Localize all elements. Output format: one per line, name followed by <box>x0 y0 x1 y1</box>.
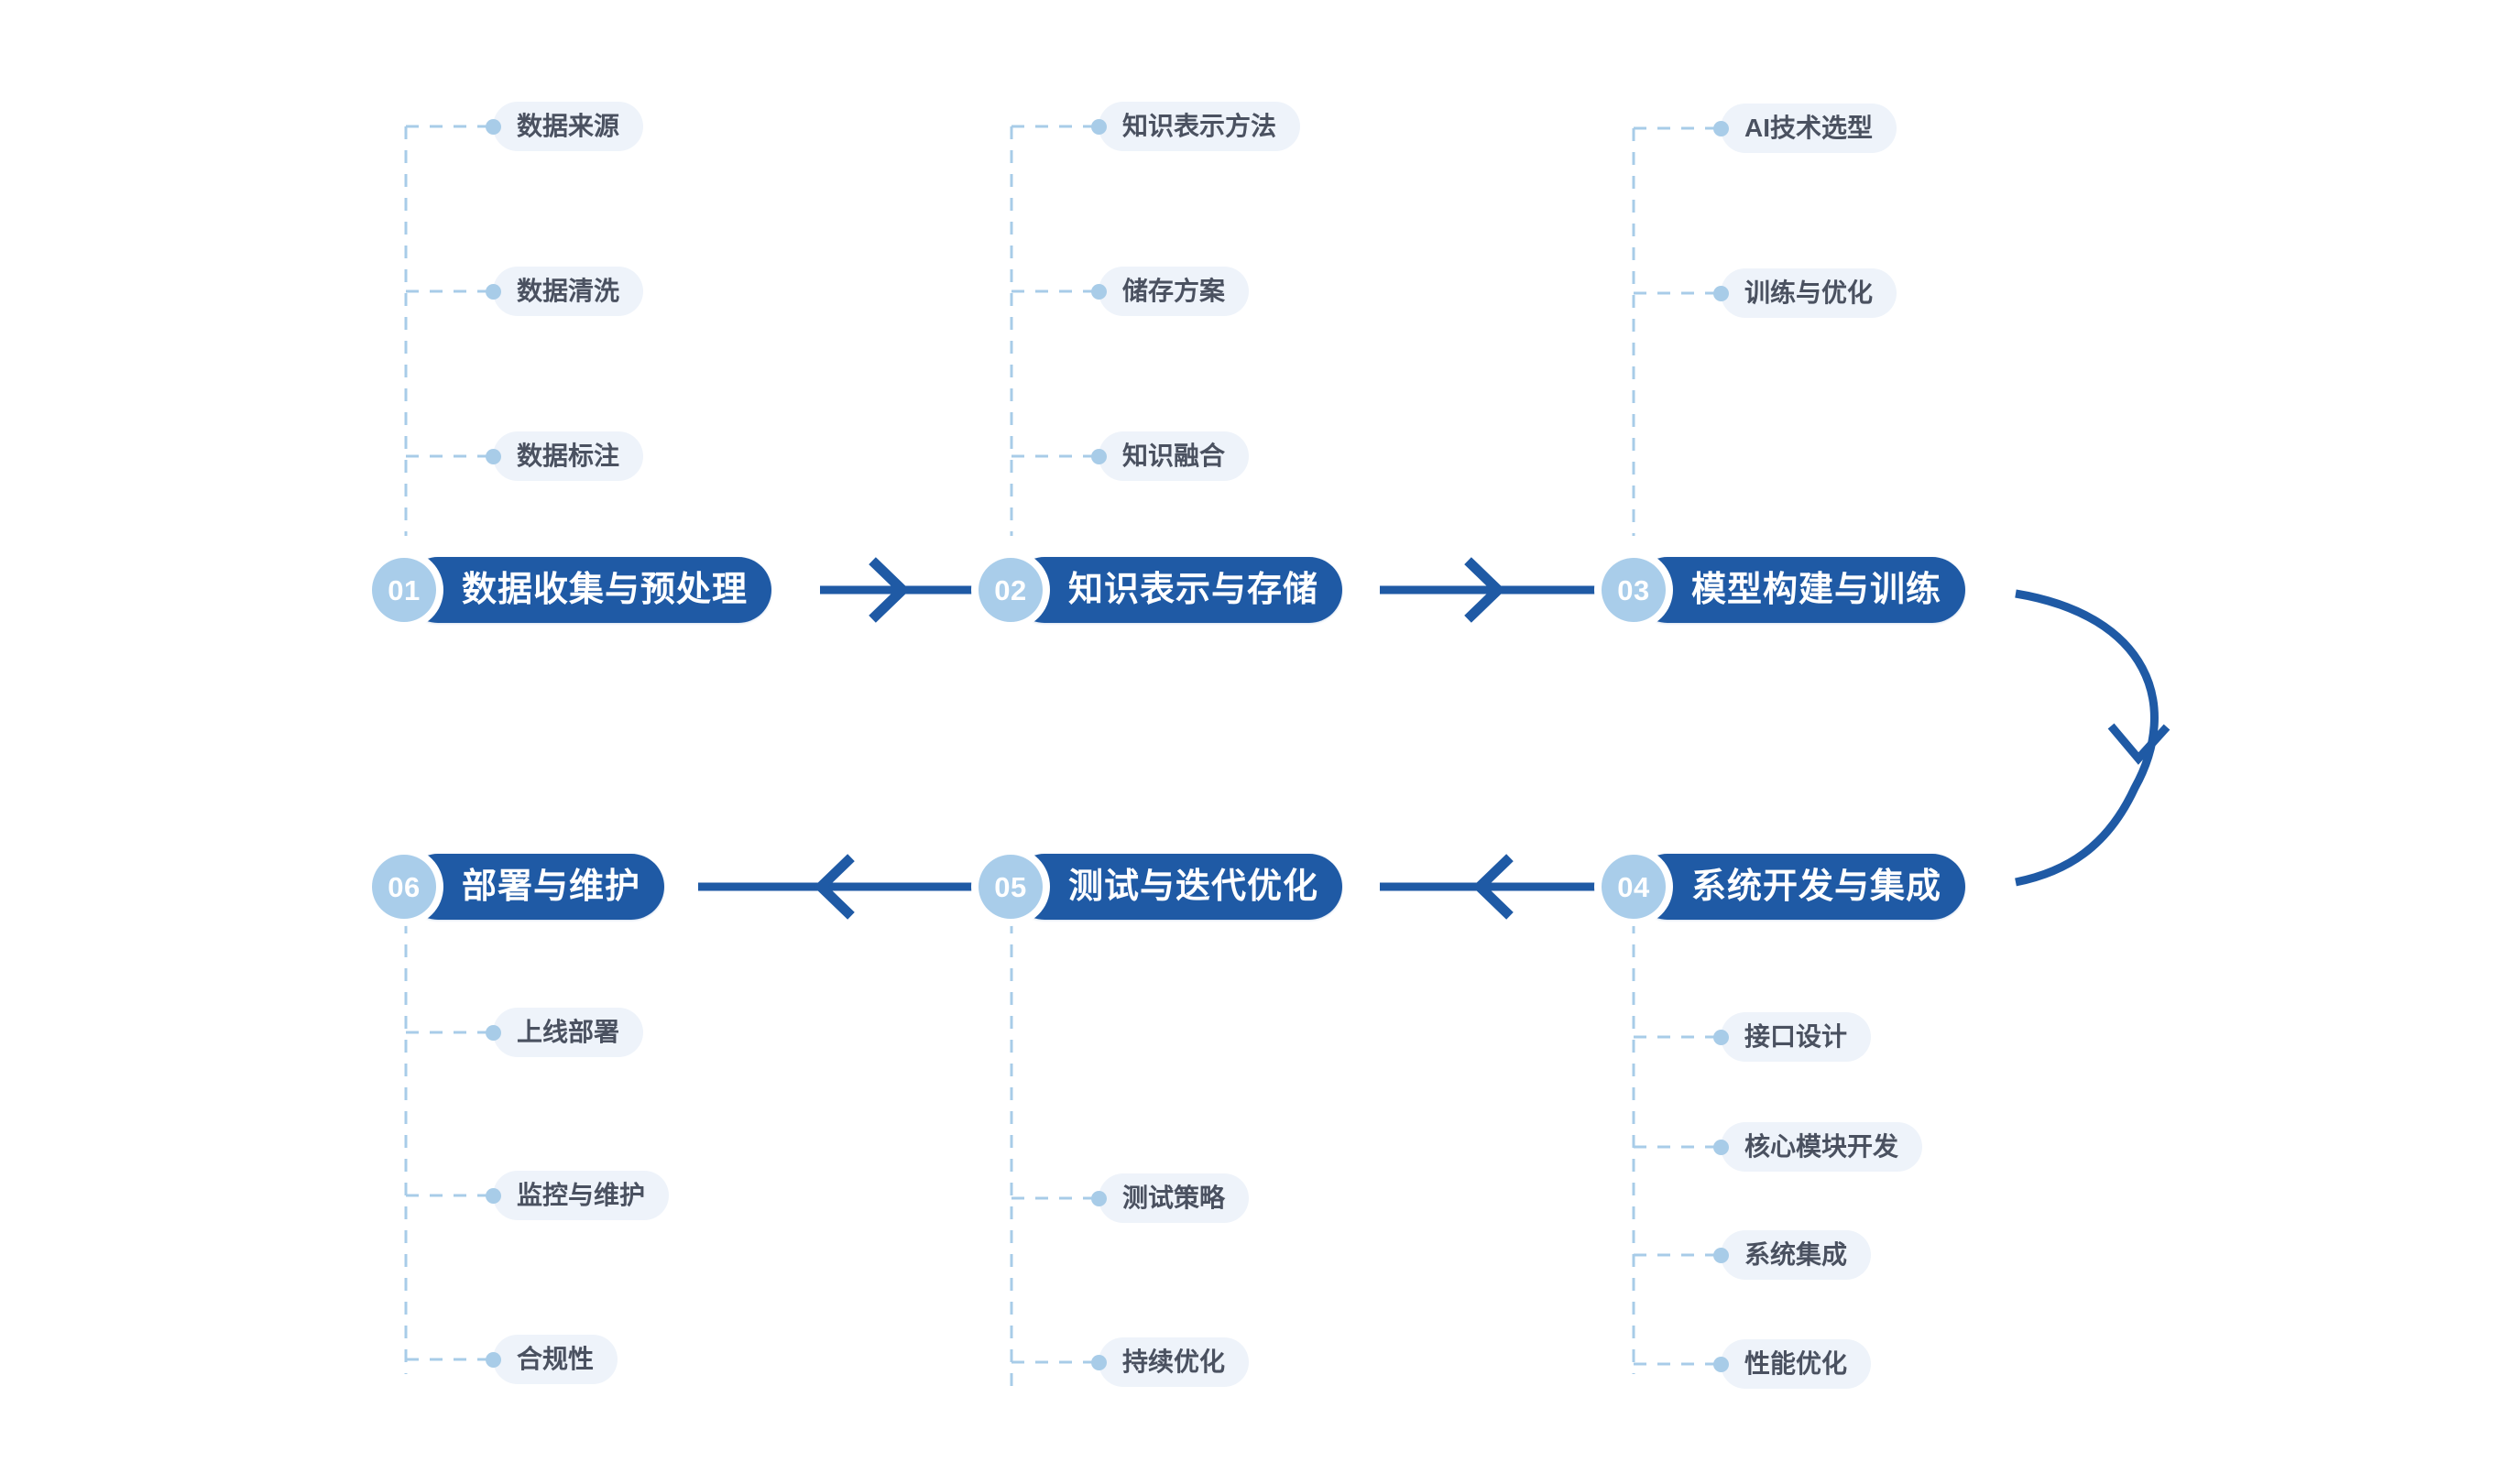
stage-number: 03 <box>1602 558 1666 622</box>
branch-tree-04 <box>1632 921 1721 1374</box>
sub-item-pill[interactable]: 性能优化 <box>1721 1339 1872 1389</box>
branch-dot <box>1091 1191 1107 1206</box>
stage-title: 知识表示与存储 <box>1068 571 1319 609</box>
stage-bar: 部署与维护 <box>405 854 665 920</box>
sub-item-label: 持续优化 <box>1122 1348 1226 1376</box>
sub-item-label: 训练与优化 <box>1744 278 1874 307</box>
branch-tree-03 <box>1632 126 1721 536</box>
sub-item-label: 性能优化 <box>1744 1349 1848 1378</box>
sub-item-label: 数据来源 <box>517 112 620 140</box>
sub-item-pill[interactable]: 系统集成 <box>1721 1230 1872 1280</box>
branch-dot <box>486 284 501 300</box>
sub-item-label: AI技术选型 <box>1744 114 1874 142</box>
sub-item-pill[interactable]: 合规性 <box>493 1335 618 1384</box>
branch-tree-05 <box>1010 921 1099 1392</box>
stage-title: 部署与维护 <box>462 867 641 906</box>
stage-bar: 模型构建与训练 <box>1635 557 1966 623</box>
branch-dot <box>486 1188 501 1204</box>
branch-tree-01 <box>404 125 493 536</box>
arrow-03-to-04 <box>2015 589 2170 887</box>
branch-dot <box>1091 119 1107 135</box>
stage-number: 01 <box>372 558 436 622</box>
stage-bar: 知识表示与存储 <box>1011 557 1343 623</box>
sub-item-pill[interactable]: 知识融合 <box>1099 431 1250 481</box>
branch-dot <box>486 1352 501 1368</box>
stage-bar: 测试与迭代优化 <box>1011 854 1343 920</box>
branch-dot <box>486 119 501 135</box>
stage-number-badge: 05 <box>971 847 1050 926</box>
sub-item-pill[interactable]: AI技术选型 <box>1721 104 1897 153</box>
stage-number: 04 <box>1602 855 1666 919</box>
branch-dot <box>1091 1355 1107 1370</box>
sub-item-pill[interactable]: 储存方案 <box>1099 267 1250 316</box>
stage-title: 数据收集与预处理 <box>462 571 749 609</box>
branch-tree-02 <box>1010 125 1099 536</box>
sub-item-pill[interactable]: 训练与优化 <box>1721 268 1897 318</box>
branch-dot <box>1713 121 1729 136</box>
branch-dot <box>1713 286 1729 301</box>
stage-number-badge: 03 <box>1594 551 1673 629</box>
sub-item-pill[interactable]: 知识表示方法 <box>1099 102 1301 151</box>
stage-title: 模型构建与训练 <box>1691 571 1942 609</box>
branch-dot <box>486 1025 501 1041</box>
arrow-01-to-02 <box>820 557 973 623</box>
branch-dot <box>486 449 501 464</box>
branch-dot <box>1091 449 1107 464</box>
branch-dot <box>1091 284 1107 300</box>
sub-item-label: 知识表示方法 <box>1122 112 1277 140</box>
arrow-04-to-05 <box>1380 854 1596 920</box>
stage-number: 06 <box>372 855 436 919</box>
sub-item-label: 上线部署 <box>517 1018 620 1046</box>
sub-item-pill[interactable]: 上线部署 <box>493 1008 644 1057</box>
sub-item-label: 合规性 <box>517 1345 595 1373</box>
sub-item-pill[interactable]: 核心模块开发 <box>1721 1122 1923 1172</box>
stage-title: 测试与迭代优化 <box>1068 867 1319 906</box>
branch-tree-06 <box>404 921 493 1374</box>
sub-item-label: 系统集成 <box>1744 1240 1848 1269</box>
stage-number-badge: 04 <box>1594 847 1673 926</box>
sub-item-pill[interactable]: 持续优化 <box>1099 1337 1250 1387</box>
sub-item-label: 接口设计 <box>1744 1022 1848 1051</box>
stage-title: 系统开发与集成 <box>1691 867 1942 906</box>
sub-item-pill[interactable]: 数据来源 <box>493 102 644 151</box>
sub-item-label: 知识融合 <box>1122 442 1226 470</box>
sub-item-pill[interactable]: 测试策略 <box>1099 1173 1250 1223</box>
sub-item-label: 核心模块开发 <box>1744 1132 1899 1161</box>
branch-dot <box>1713 1030 1729 1045</box>
arrow-05-to-06 <box>698 854 973 920</box>
sub-item-label: 监控与维护 <box>517 1181 646 1209</box>
sub-item-pill[interactable]: 接口设计 <box>1721 1012 1872 1062</box>
stage-number-badge: 06 <box>365 847 443 926</box>
branch-dot <box>1713 1357 1729 1372</box>
sub-item-pill[interactable]: 监控与维护 <box>493 1171 670 1220</box>
sub-item-label: 储存方案 <box>1122 277 1226 305</box>
sub-item-pill[interactable]: 数据清洗 <box>493 267 644 316</box>
branch-dot <box>1713 1248 1729 1263</box>
arrow-02-to-03 <box>1380 557 1596 623</box>
sub-item-label: 数据清洗 <box>517 277 620 305</box>
sub-item-pill[interactable]: 数据标注 <box>493 431 644 481</box>
stage-bar: 系统开发与集成 <box>1635 854 1966 920</box>
stage-number: 05 <box>979 855 1043 919</box>
stage-bar: 数据收集与预处理 <box>405 557 772 623</box>
stage-number-badge: 02 <box>971 551 1050 629</box>
sub-item-label: 测试策略 <box>1122 1184 1226 1212</box>
branch-dot <box>1713 1140 1729 1155</box>
stage-number-badge: 01 <box>365 551 443 629</box>
sub-item-label: 数据标注 <box>517 442 620 470</box>
stage-number: 02 <box>979 558 1043 622</box>
